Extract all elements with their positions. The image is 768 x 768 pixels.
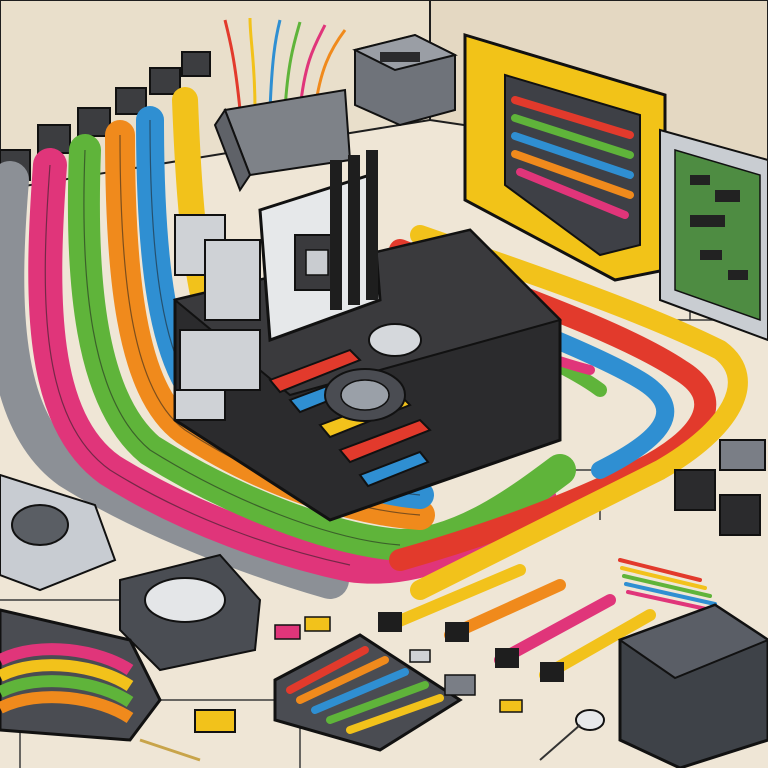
cable-bundle-right-yellow	[410, 225, 748, 600]
io-panel	[174, 214, 261, 421]
power-supply-box	[352, 33, 458, 127]
cable-spool-tray	[0, 608, 162, 742]
bottom-cable-tray	[273, 633, 463, 752]
graphics-card	[0, 473, 117, 592]
cpu-socket-disc	[368, 323, 422, 357]
connector-blocks	[674, 439, 766, 536]
yellow-case-frame	[463, 32, 667, 282]
small-tools	[139, 616, 605, 762]
wire-bin	[213, 17, 352, 193]
loose-extension-cables	[378, 564, 656, 682]
coiled-cables	[0, 643, 134, 724]
hard-drive	[119, 553, 262, 672]
junction-box	[617, 603, 768, 768]
fan-out-cable	[618, 558, 722, 614]
cpu-heatsink	[258, 150, 382, 343]
circuit-board-panel	[659, 128, 768, 342]
case-inner-cables	[511, 96, 634, 219]
tray-cables	[286, 646, 444, 734]
loose-wires	[223, 17, 347, 111]
motherboard	[172, 150, 562, 522]
